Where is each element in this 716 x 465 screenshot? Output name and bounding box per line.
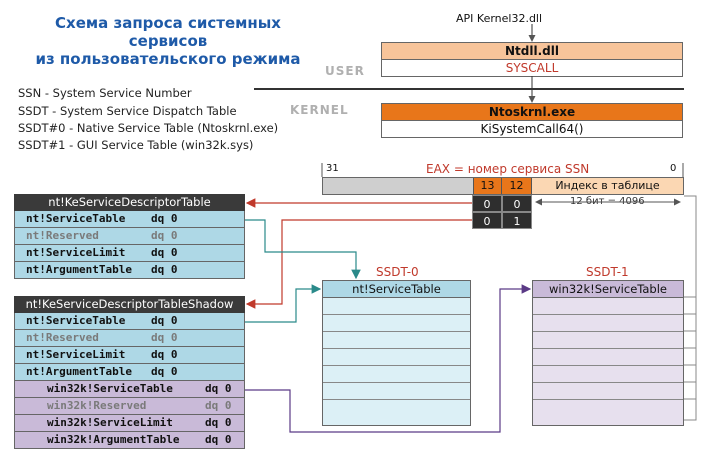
ksdt-row-name: nt!ArgumentTable [26, 263, 132, 276]
shadow-row-name: win32k!ArgumentTable [47, 433, 180, 446]
ntoskrnl-name: Ntoskrnl.exe [382, 104, 682, 121]
kernel-mode-label: KERNEL [290, 103, 349, 117]
shadow-row-type: dq 0 [205, 382, 232, 395]
sel-row2-bit13: 0 [472, 212, 502, 229]
arrow-sel-shadow [245, 219, 472, 309]
shadow-row: win32k!ServiceTable dq 0 [14, 381, 245, 398]
ntdll-name: Ntdll.dll [382, 43, 682, 60]
eax-bit-high: 31 [326, 163, 339, 174]
arrow-shadow-ssdt0 [245, 284, 322, 323]
ssdt0-entry [323, 349, 470, 366]
ssdt1-entry [533, 332, 683, 349]
shadow-row: win32k!Reserved dq 0 [14, 398, 245, 415]
ssdt0-entry [323, 366, 470, 383]
title-line-1: Схема запроса системных сервисов [55, 14, 281, 50]
ksdt-shadow-title: nt!KeServiceDescriptorTableShadow [14, 296, 245, 313]
legend-ssdt1: SSDT#1 - GUI Service Table (win32k.sys) [18, 138, 254, 152]
shadow-row: win32k!ServiceLimit dq 0 [14, 415, 245, 432]
ssdt1-table: win32k!ServiceTable [532, 280, 684, 426]
shadow-row-name: nt!ArgumentTable [26, 365, 132, 378]
ssdt0-entry [323, 298, 470, 315]
ksdt-row-type: dq 0 [151, 263, 178, 276]
shadow-row: nt!ArgumentTable dq 0 [14, 364, 245, 381]
shadow-row: nt!ServiceTable dq 0 [14, 313, 245, 330]
ssdt1-entry [533, 383, 683, 400]
eax-bit-low: 0 [670, 163, 677, 174]
arrow-ksdt-ssdt0 [245, 219, 361, 280]
shadow-row-name: win32k!ServiceLimit [47, 416, 173, 429]
ksdt-row-name: nt!ServiceLimit [26, 246, 126, 259]
ssdt1-entry [533, 349, 683, 366]
ksdt-row-name: nt!ServiceTable [26, 212, 126, 225]
ksdt-row-type: dq 0 [151, 212, 178, 225]
sel-row1-bit12: 0 [502, 195, 532, 212]
ssdt1-header: win32k!ServiceTable [533, 281, 683, 298]
shadow-row-type: dq 0 [151, 348, 178, 361]
title-line-2: из пользовательского режима [35, 50, 301, 68]
shadow-row-type: dq 0 [205, 399, 232, 412]
shadow-row-name: win32k!Reserved [47, 399, 147, 412]
ntdll-box: Ntdll.dll SYSCALL [381, 42, 683, 77]
ssdt0-header: nt!ServiceTable [323, 281, 470, 298]
ksdt-row: nt!ServiceTable dq 0 [14, 211, 245, 228]
sel-row1-bit13: 0 [472, 195, 502, 212]
ksdt-shadow-table: nt!KeServiceDescriptorTableShadow nt!Ser… [14, 296, 245, 449]
ksdt-table: nt!KeServiceDescriptorTable nt!ServiceTa… [14, 194, 245, 279]
arrow-shadow-ssdt1 [245, 284, 532, 433]
shadow-row-name: win32k!ServiceTable [47, 382, 173, 395]
ssdt0-entry [323, 383, 470, 400]
ssdt1-entry [533, 366, 683, 383]
ksdt-row: nt!Reserved dq 0 [14, 228, 245, 245]
sel-row2-bit12: 1 [502, 212, 532, 229]
shadow-row-type: dq 0 [151, 365, 178, 378]
eax-bit12: 12 [502, 178, 532, 194]
ssdt1-entry [533, 315, 683, 332]
ssdt1-bracket [684, 195, 697, 421]
ksdt-row: nt!ServiceLimit dq 0 [14, 245, 245, 262]
ssdt0-entry [323, 332, 470, 349]
eax-caption: EAX = номер сервиса SSN [426, 162, 590, 176]
ksdt-row: nt!ArgumentTable dq 0 [14, 262, 245, 279]
user-kernel-separator [254, 88, 684, 90]
shadow-row-name: nt!ServiceLimit [26, 348, 126, 361]
ntoskrnl-call: KiSystemCall64() [382, 121, 682, 137]
shadow-row-name: nt!ServiceTable [26, 314, 126, 327]
ntoskrnl-box: Ntoskrnl.exe KiSystemCall64() [381, 103, 683, 138]
diagram-title: Схема запроса системных сервисов из поль… [18, 14, 318, 68]
user-mode-label: USER [325, 64, 365, 78]
ssdt1-entry [533, 298, 683, 315]
legend-ssdt: SSDT - System Service Dispatch Table [18, 104, 237, 118]
shadow-row: nt!ServiceLimit dq 0 [14, 347, 245, 364]
legend-ssdt0: SSDT#0 - Native Service Table (Ntoskrnl.… [18, 121, 279, 135]
ntdll-syscall: SYSCALL [382, 60, 682, 76]
ssdt0-entry [323, 315, 470, 332]
shadow-row-type: dq 0 [151, 314, 178, 327]
ksdt-row-type: dq 0 [151, 246, 178, 259]
ssdt0-table: nt!ServiceTable [322, 280, 471, 426]
shadow-row-type: dq 0 [205, 433, 232, 446]
ksdt-row-name: nt!Reserved [26, 229, 99, 242]
api-label: API Kernel32.dll [456, 12, 543, 25]
eax-register: 13 12 Индекс в таблице [322, 177, 684, 195]
ssdt1-label: SSDT-1 [586, 265, 629, 279]
shadow-row: win32k!ArgumentTable dq 0 [14, 432, 245, 449]
ksdt-title: nt!KeServiceDescriptorTable [14, 194, 245, 211]
eax-index-field: Индекс в таблице [532, 178, 683, 194]
shadow-row-type: dq 0 [205, 416, 232, 429]
shadow-row-name: nt!Reserved [26, 331, 99, 344]
ssdt0-label: SSDT-0 [376, 265, 419, 279]
legend-ssn: SSN - System Service Number [18, 86, 192, 100]
shadow-row: nt!Reserved dq 0 [14, 330, 245, 347]
eax-bit13: 13 [473, 178, 502, 194]
ksdt-row-type: dq 0 [151, 229, 178, 242]
shadow-row-type: dq 0 [151, 331, 178, 344]
